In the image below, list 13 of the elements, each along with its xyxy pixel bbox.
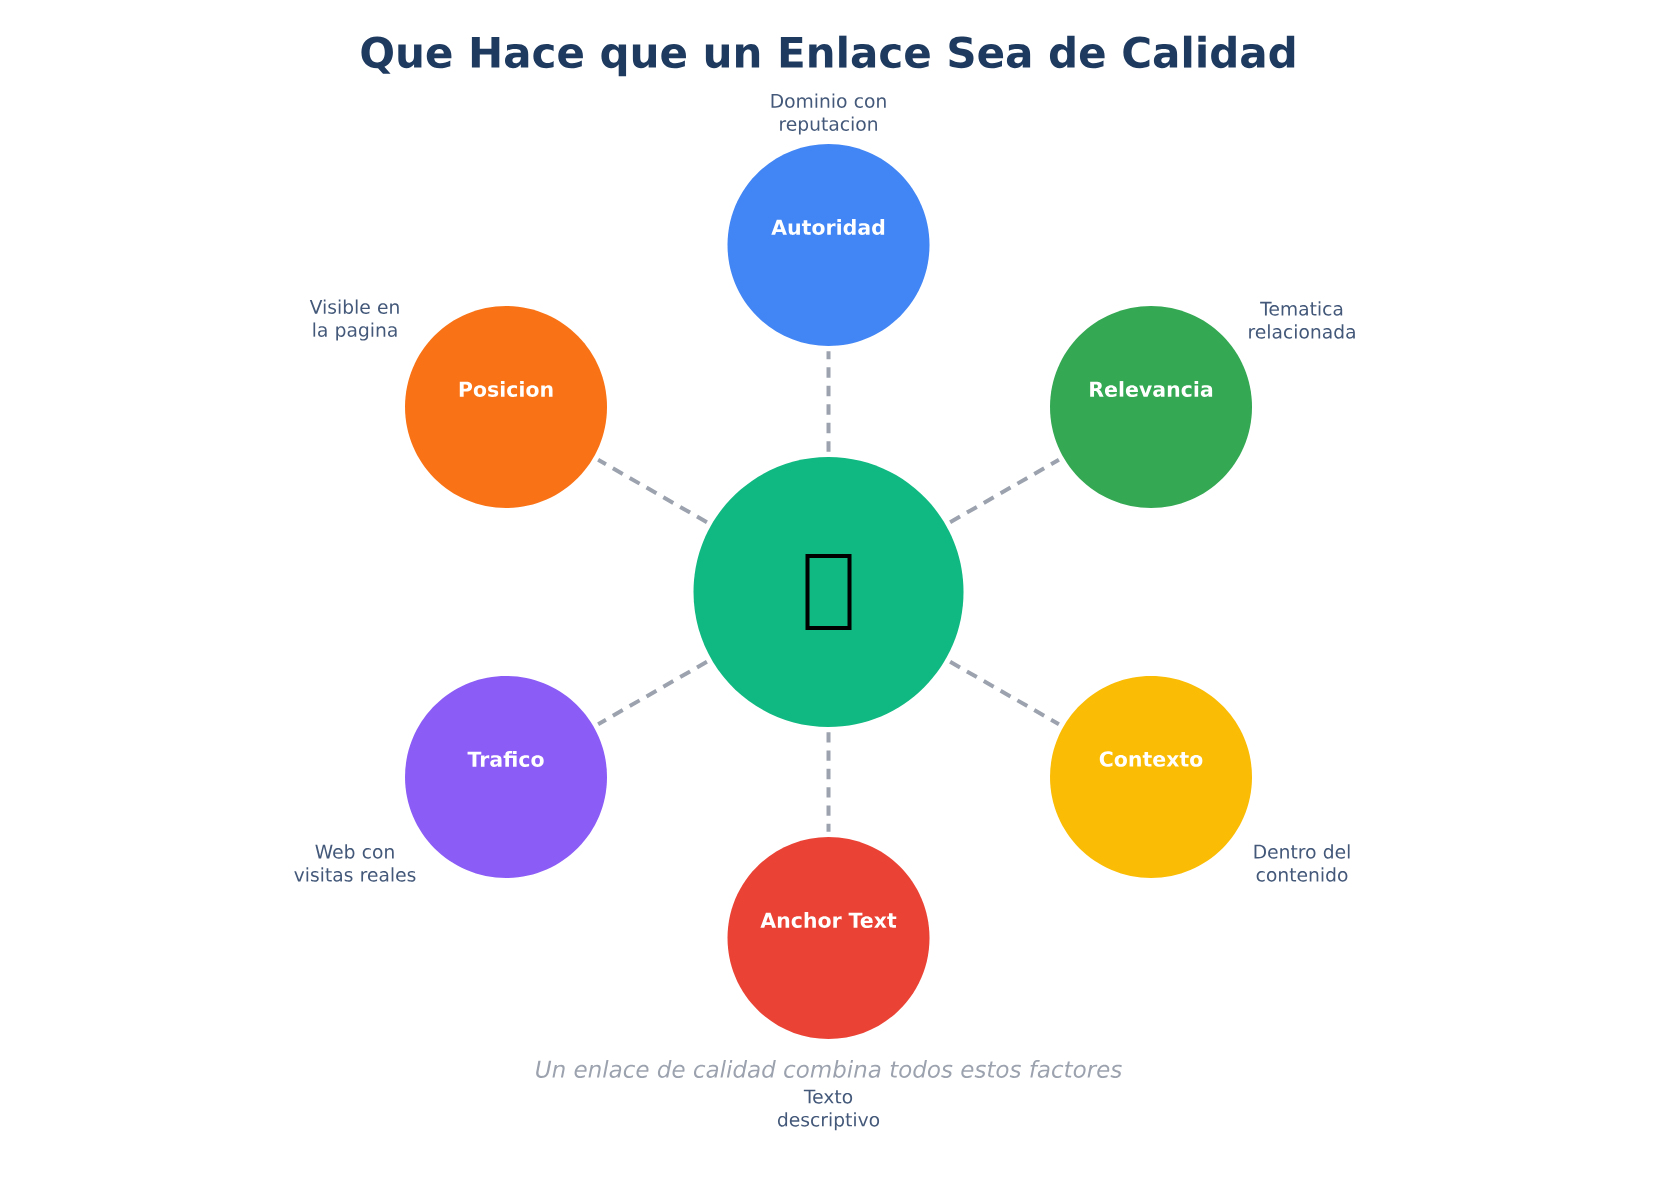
side-note: Dentro del contenido xyxy=(1254,844,1350,882)
connector-line xyxy=(949,458,1060,524)
connector-line xyxy=(826,732,831,832)
title: Que Hace que un Enlace Sea de Calidad xyxy=(361,35,1295,77)
connector-line xyxy=(597,660,708,726)
side-note: Dominio con reputacion xyxy=(771,93,886,135)
connector-line xyxy=(949,660,1060,726)
connector-line xyxy=(826,351,831,452)
side-note: Visible en la pagina xyxy=(309,299,399,341)
side-note: Texto descriptivo xyxy=(777,1089,880,1131)
connector-line xyxy=(597,458,708,524)
caption: Un enlace de calidad combina todos estos factores xyxy=(536,1060,1122,1078)
side-note: Web con visitas reales xyxy=(294,844,416,882)
